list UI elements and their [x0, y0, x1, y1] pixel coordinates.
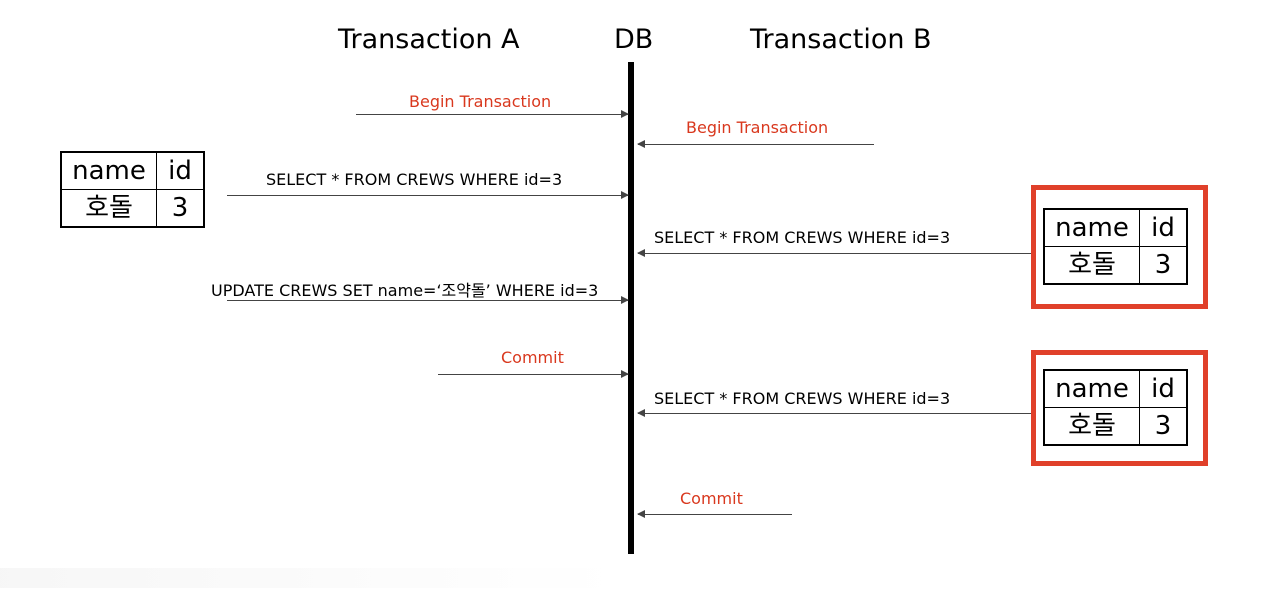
column-header-name: name	[1043, 369, 1140, 408]
transaction-a-header: Transaction A	[338, 24, 520, 55]
b-select-1-highlight	[1031, 185, 1208, 309]
column-header-id: id	[1139, 208, 1188, 247]
a-update-arrow	[227, 296, 629, 304]
cell-name: 호돌	[1043, 246, 1140, 285]
column-header-id: id	[156, 151, 205, 190]
column-header-name: name	[1043, 208, 1140, 247]
a-select-arrow	[227, 191, 629, 199]
b-select-2-result-table: name id 호돌 3	[1043, 369, 1188, 446]
b-begin-arrow	[637, 140, 874, 148]
b-begin-label: Begin Transaction	[686, 118, 829, 137]
b-select-2-highlight	[1031, 350, 1208, 466]
b-select-1-label: SELECT * FROM CREWS WHERE id=3	[654, 228, 951, 247]
blurred-footer	[0, 568, 620, 588]
b-commit-arrow	[637, 510, 792, 518]
db-header: DB	[614, 24, 654, 55]
b-select-1-arrow	[637, 249, 1031, 257]
transaction-b-header: Transaction B	[750, 24, 932, 55]
a-begin-arrow	[356, 110, 629, 118]
cell-name: 호돌	[1043, 407, 1140, 446]
cell-id: 3	[156, 189, 205, 228]
a-commit-label: Commit	[501, 348, 564, 367]
a-commit-arrow	[438, 370, 629, 378]
cell-id: 3	[1139, 246, 1188, 285]
cell-id: 3	[1139, 407, 1188, 446]
b-select-2-arrow	[637, 409, 1031, 417]
b-commit-label: Commit	[680, 489, 743, 508]
b-select-1-result-table: name id 호돌 3	[1043, 208, 1188, 285]
b-select-2-label: SELECT * FROM CREWS WHERE id=3	[654, 389, 951, 408]
a-begin-label: Begin Transaction	[409, 92, 552, 111]
cell-name: 호돌	[60, 189, 157, 228]
a-select-label: SELECT * FROM CREWS WHERE id=3	[266, 170, 563, 189]
a-update-label: UPDATE CREWS SET name=‘조약돌’ WHERE id=3	[211, 281, 599, 300]
db-lifeline	[628, 62, 634, 554]
column-header-id: id	[1139, 369, 1188, 408]
a-select-result-table: name id 호돌 3	[60, 151, 205, 228]
column-header-name: name	[60, 151, 157, 190]
